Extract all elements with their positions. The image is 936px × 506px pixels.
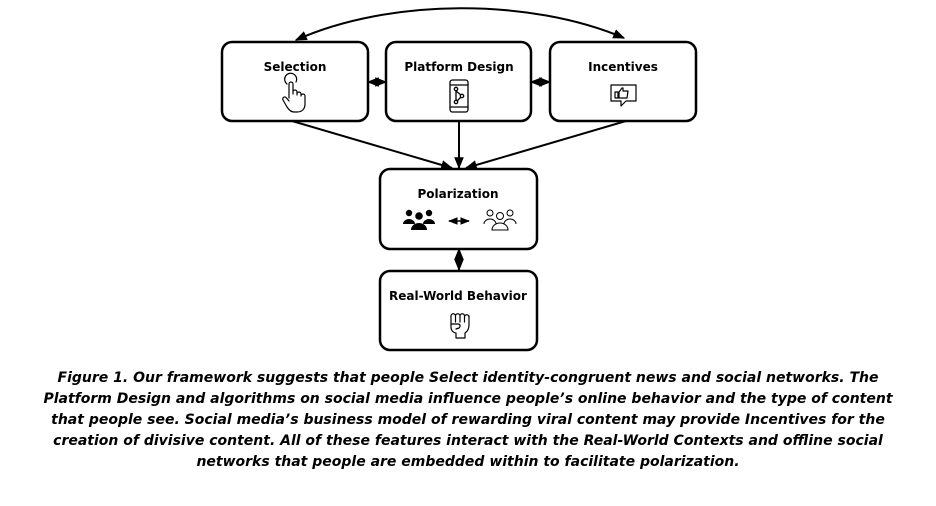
touch-hand-icon bbox=[282, 72, 306, 113]
node-real-world-behavior: Real-World Behavior bbox=[378, 269, 539, 352]
thumbs-up-message-icon bbox=[610, 84, 637, 107]
node-incentives: Incentives bbox=[548, 40, 698, 123]
node-platform-design-title: Platform Design bbox=[404, 60, 513, 74]
node-polarization-title: Polarization bbox=[418, 187, 499, 201]
node-platform-design: Platform Design bbox=[384, 40, 533, 123]
raised-fist-icon bbox=[450, 313, 470, 339]
node-real-world-title: Real-World Behavior bbox=[389, 289, 527, 303]
group-filled-icon bbox=[403, 209, 435, 230]
node-incentives-title: Incentives bbox=[588, 60, 658, 74]
connectors bbox=[291, 7, 627, 272]
framework-diagram: Selection Platform Design Incentives bbox=[220, 7, 698, 352]
node-selection-title: Selection bbox=[264, 60, 327, 74]
group-outline-icon bbox=[483, 209, 517, 231]
node-polarization: Polarization bbox=[378, 167, 539, 251]
node-selection: Selection bbox=[220, 40, 370, 123]
arrow-incentives-polarization bbox=[464, 120, 627, 170]
figure-caption: Figure 1. Our framework suggests that pe… bbox=[43, 370, 893, 470]
arrow-selection-polarization bbox=[291, 120, 454, 170]
arc-selection-incentives bbox=[294, 7, 626, 41]
smartphone-network-icon bbox=[449, 79, 469, 113]
